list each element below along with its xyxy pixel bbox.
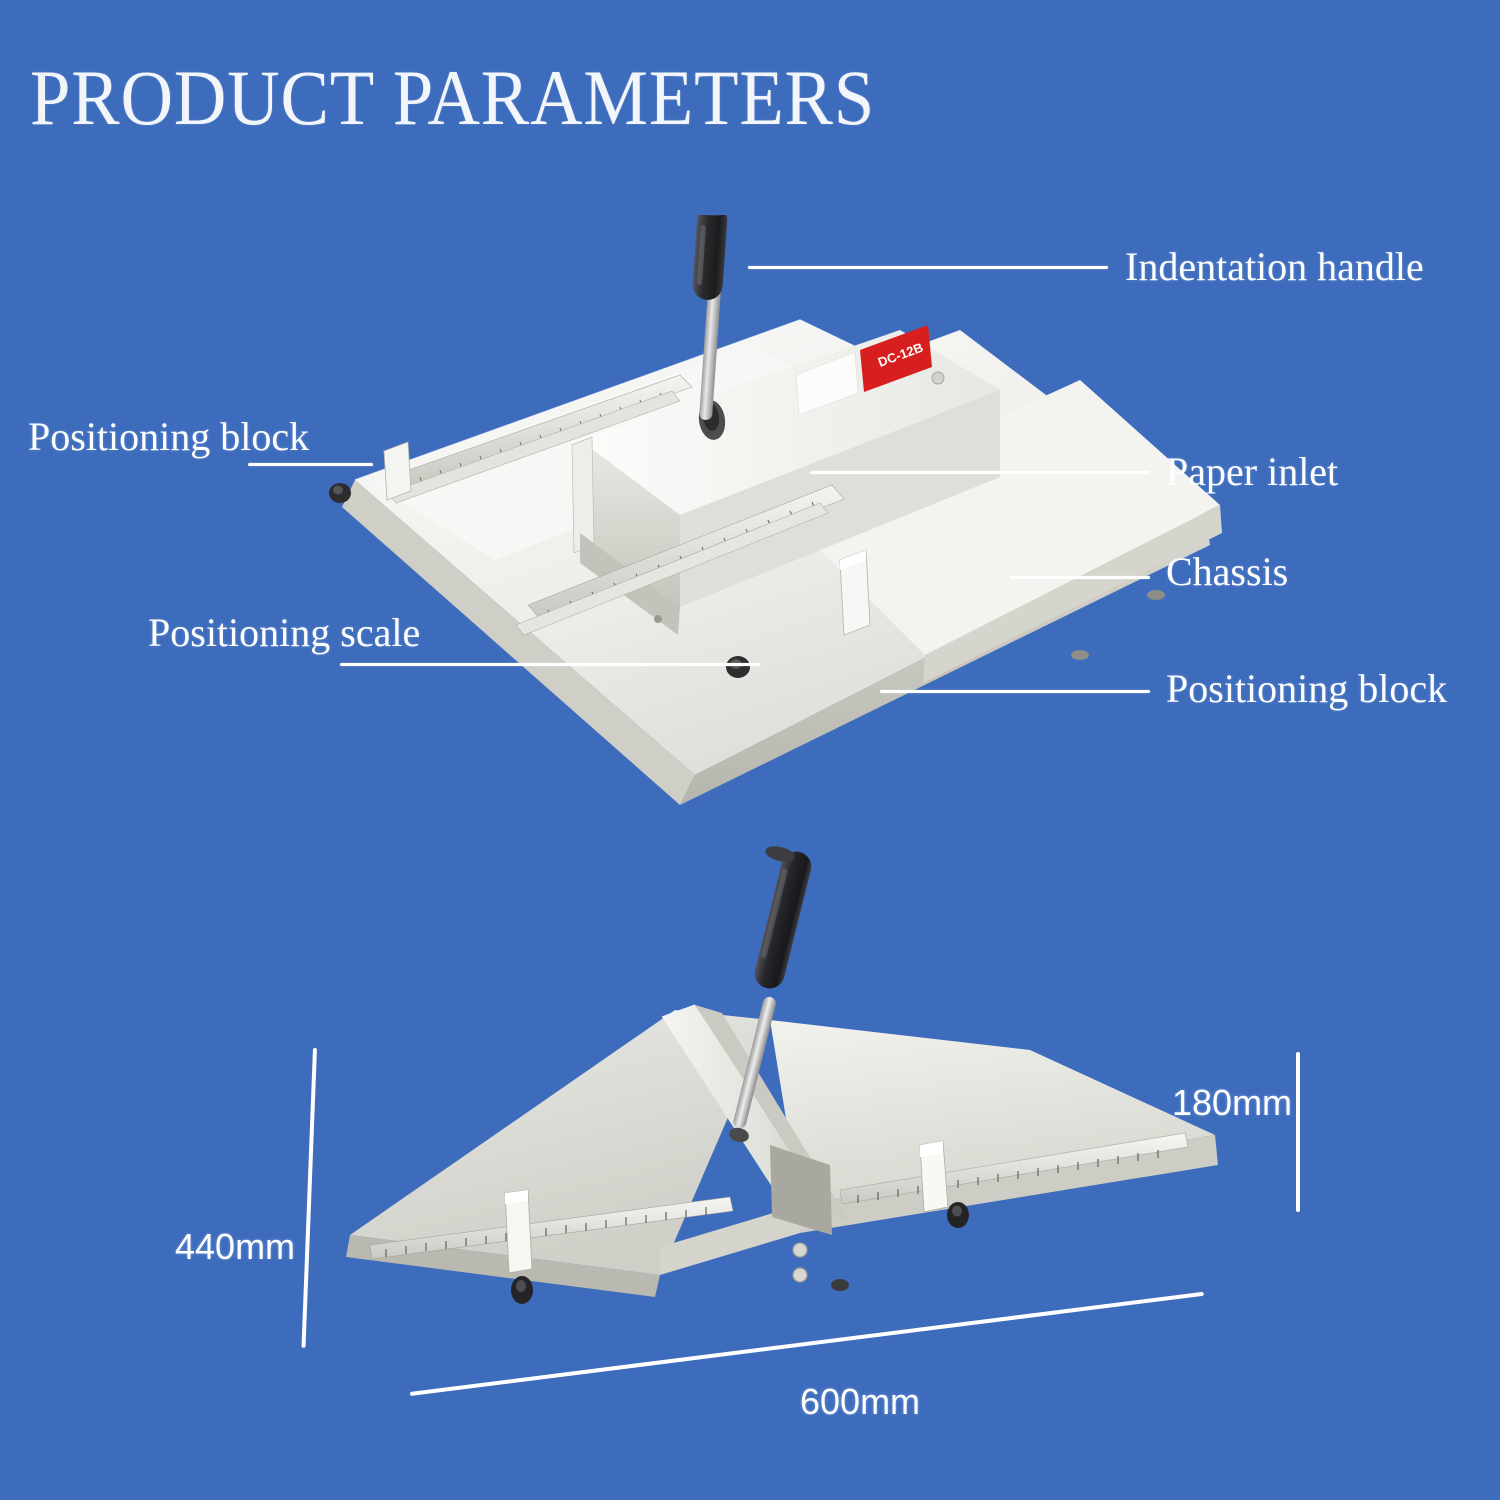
- page-title: PRODUCT PARAMETERS: [30, 54, 876, 141]
- callout-indentation-handle: Indentation handle: [1125, 244, 1424, 289]
- leader-paper-inlet: [810, 471, 1150, 474]
- bottom-machine-illustration: [330, 845, 1230, 1345]
- indentation-handle: [692, 201, 728, 420]
- positioning-scale-lower: [515, 484, 845, 636]
- callout-paper-inlet: Paper inlet: [1166, 449, 1339, 494]
- leader-positioning-scale: [340, 663, 760, 666]
- bottom-center-body: [660, 1205, 800, 1275]
- dimline-440mm: [301, 1047, 317, 1348]
- bottom-positioning-block-left: [504, 1189, 533, 1304]
- dimline-180mm: [1296, 1052, 1300, 1212]
- bottom-indentation-handle: [729, 846, 812, 1143]
- bottom-positioning-block-right: [919, 1140, 969, 1228]
- dimension-440mm: 440mm: [175, 1226, 296, 1267]
- dimension-600mm: 600mm: [800, 1381, 921, 1422]
- dimension-180mm: 180mm: [1172, 1082, 1293, 1123]
- positioning-scale-upper: [387, 374, 693, 504]
- positioning-block-lower: [726, 549, 871, 678]
- bottom-right-deck: [770, 1020, 1218, 1233]
- leader-positioning-block-bottom: [880, 690, 1150, 693]
- bottom-left-ruler: [369, 1196, 734, 1260]
- paper-inlet-deck: [785, 380, 1222, 683]
- model-badge-panel: DC-12B: [795, 325, 945, 416]
- machine-feet: [1071, 590, 1165, 660]
- callout-positioning-scale: Positioning scale: [148, 610, 421, 655]
- leader-positioning-block-top: [248, 463, 373, 466]
- positioning-block-upper: [329, 441, 412, 503]
- bottom-machine-feet: [831, 1279, 849, 1291]
- leader-chassis: [1010, 576, 1150, 579]
- callout-positioning-block-bottom: Positioning block: [1166, 666, 1448, 711]
- top-machine-illustration: DC-12B: [280, 201, 1230, 835]
- leader-indentation-handle: [748, 266, 1108, 269]
- callout-chassis: Chassis: [1166, 549, 1289, 594]
- callout-positioning-block-top: Positioning block: [28, 414, 310, 459]
